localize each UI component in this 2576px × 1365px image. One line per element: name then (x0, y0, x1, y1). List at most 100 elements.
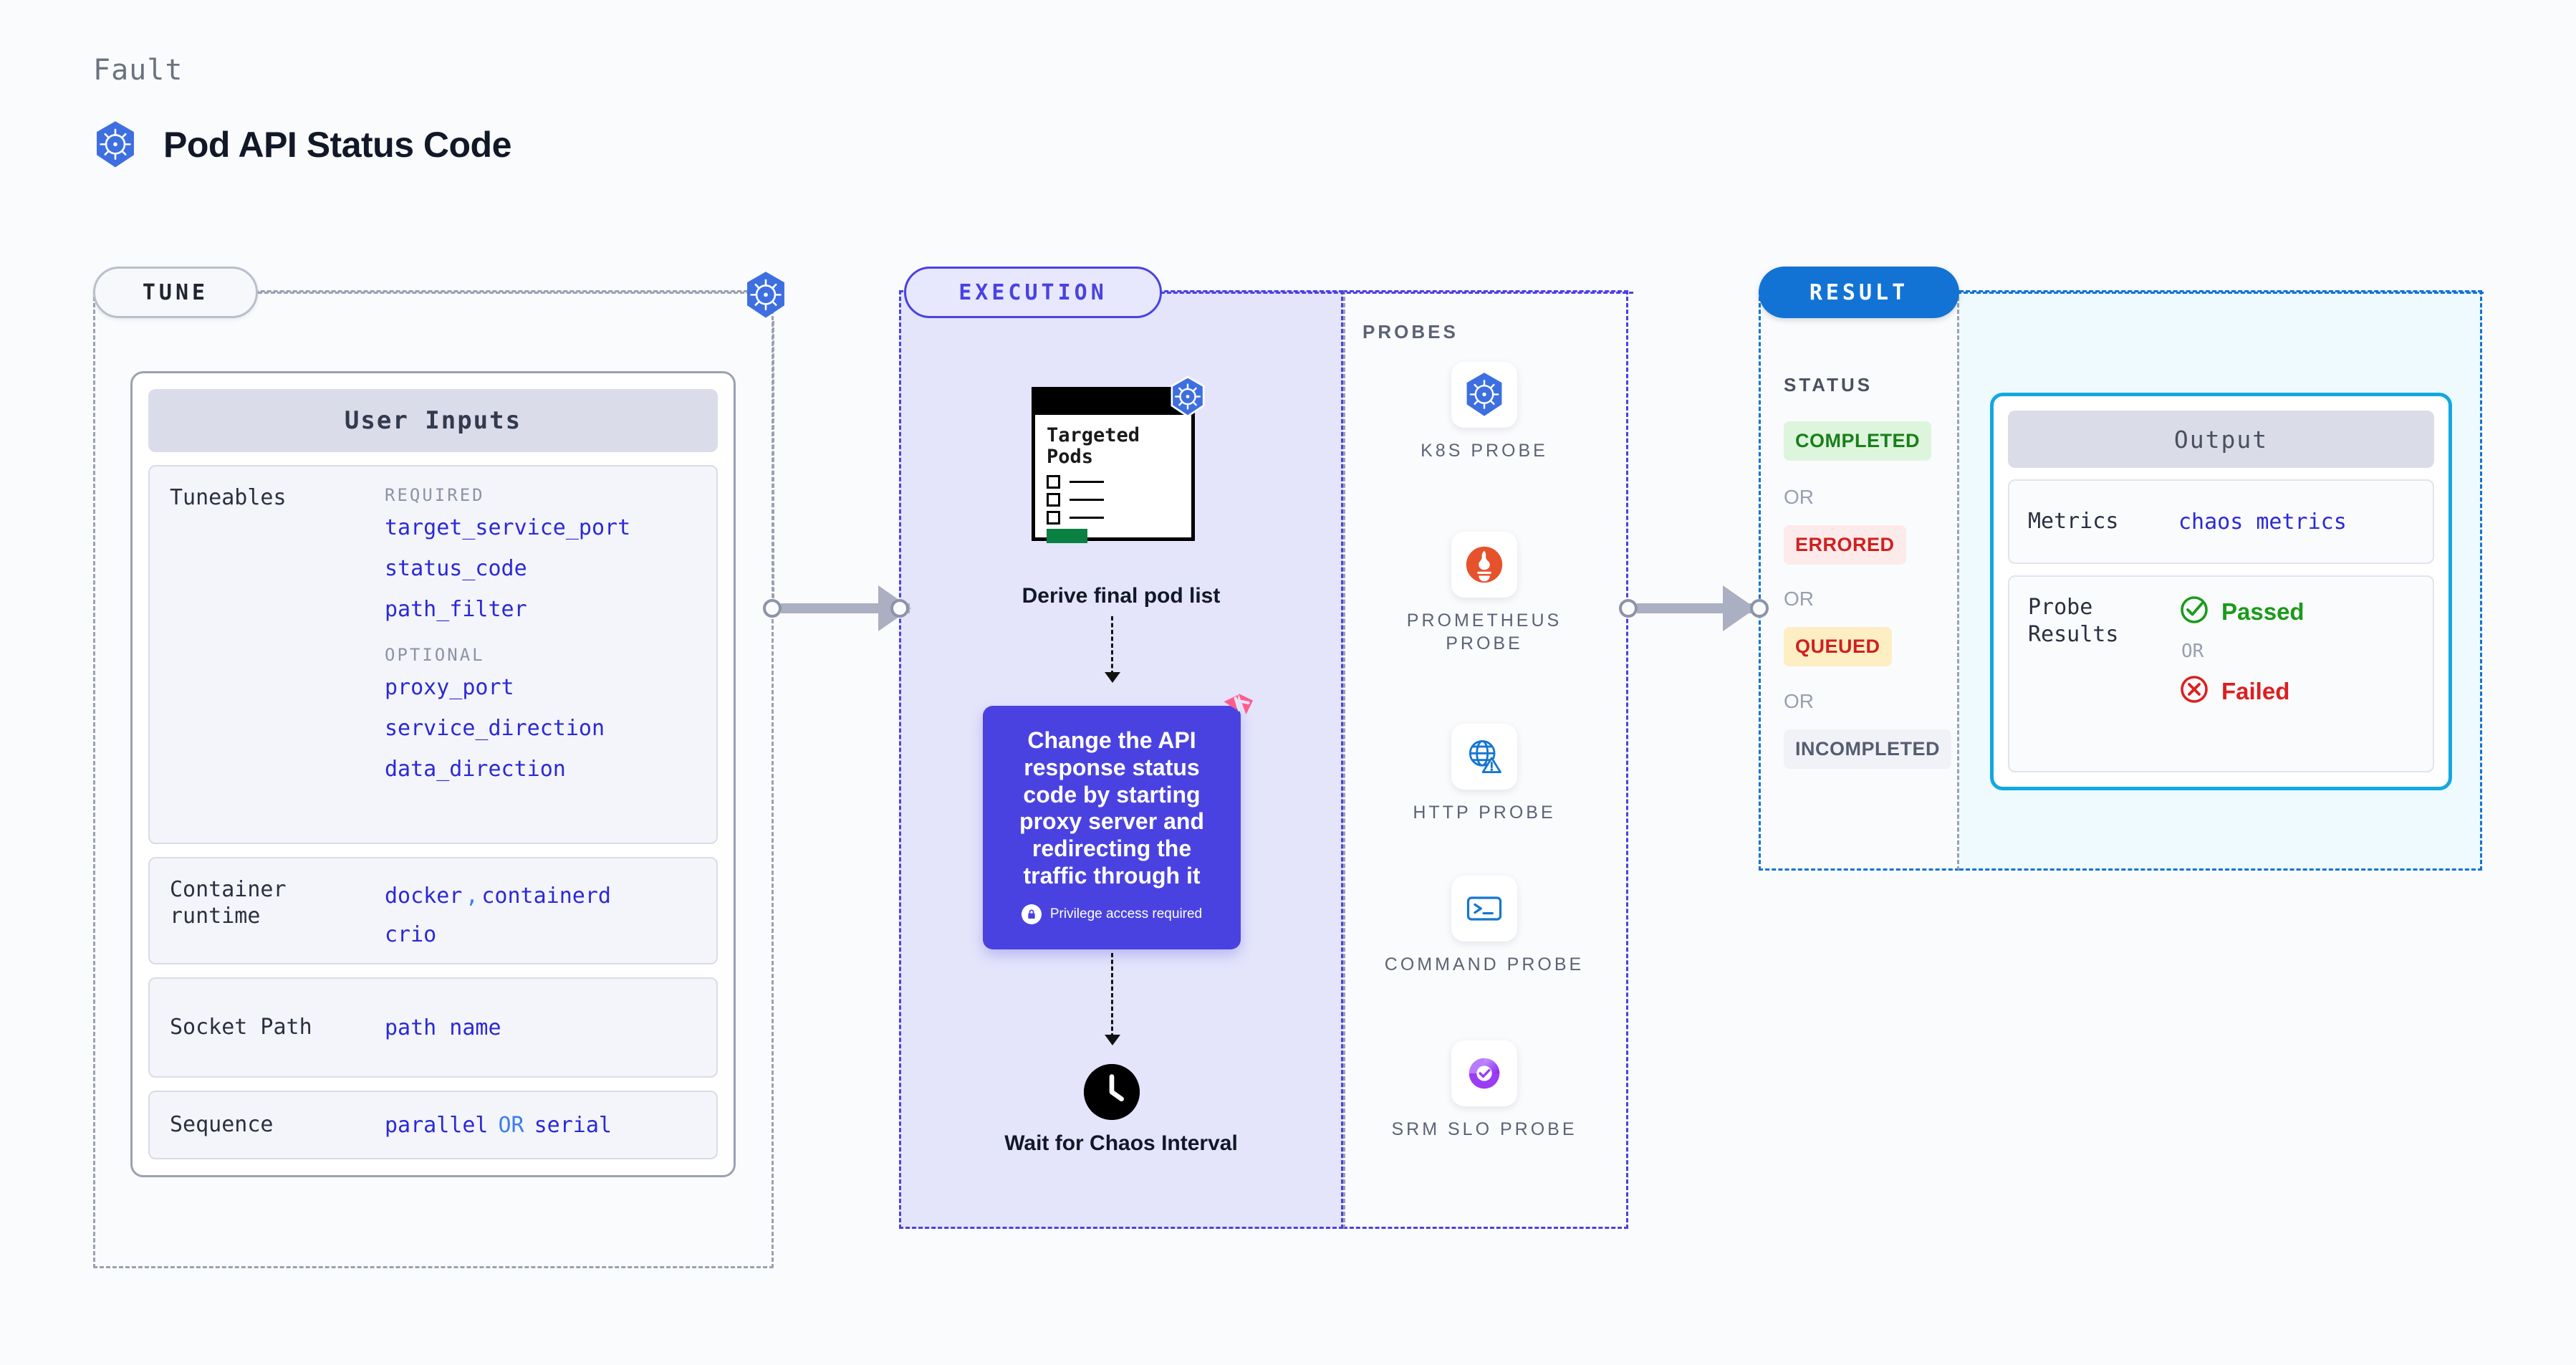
status-or-label: OR (1784, 486, 1814, 508)
x-circle-icon (2178, 674, 2210, 709)
http-globe-warning-icon (1451, 724, 1517, 790)
user-inputs-card: User Inputs Tuneables REQUIRED target_se… (130, 371, 736, 1177)
terminal-icon (1451, 876, 1517, 942)
targeted-pods-title: Targeted Pods (1047, 424, 1140, 469)
tuneable-target-service-port[interactable]: target_service_port (385, 515, 631, 540)
placeholder-line (1070, 517, 1104, 519)
chaos-action-card: Change the API response status code by s… (983, 693, 1254, 949)
probe-label: HTTP PROBE (1413, 803, 1556, 823)
check-circle-icon (2178, 594, 2210, 629)
probe-results-row: Probe Results Passed OR (2008, 575, 2434, 772)
chaos-action-text: Change the API response status code by s… (1019, 727, 1204, 889)
required-label: REQUIRED (385, 485, 485, 505)
status-badge-queued: QUEUED (1784, 627, 1892, 666)
sequence-label: Sequence (170, 1111, 274, 1137)
srm-slo-icon (1451, 1040, 1517, 1106)
kubernetes-icon (744, 271, 788, 323)
status-or-label: OR (1784, 588, 1814, 610)
targeted-pods-card: Targeted Pods (1032, 375, 1205, 544)
sequence-parallel: parallel (385, 1112, 489, 1138)
checkbox-icon (1047, 475, 1060, 489)
checkbox-icon (1047, 511, 1060, 525)
result-section-pill[interactable]: RESULT (1759, 267, 1959, 318)
result-status-region (1759, 290, 1959, 871)
output-header: Output (2008, 411, 2434, 468)
tune-dashed-connector (258, 292, 770, 294)
privilege-note-text: Privilege access required (1049, 906, 1203, 921)
optional-label: OPTIONAL (385, 645, 485, 665)
probe-result-passed: Passed (2178, 594, 2414, 629)
runtime-crio: crio (385, 922, 437, 947)
container-runtime-row: Container runtime docker , containerd cr… (148, 857, 718, 964)
flow-arrow-line (1111, 616, 1113, 675)
derive-pod-list-label: Derive final pod list (1022, 584, 1221, 608)
probe-result-failed: Failed (2178, 674, 2414, 709)
sequence-row: Sequence parallel OR serial (148, 1091, 718, 1159)
flow-arrow-head (1105, 672, 1120, 683)
probe-result-or-label: OR (2181, 641, 2204, 662)
sequence-serial: serial (534, 1112, 612, 1138)
kubernetes-icon (93, 120, 138, 169)
prometheus-icon (1451, 532, 1517, 598)
privilege-note: Privilege access required (1021, 904, 1203, 924)
clock-icon (1084, 1064, 1140, 1120)
runtime-docker: docker (385, 883, 463, 909)
socket-path-label: Socket Path (170, 1014, 312, 1040)
tuneable-path-filter[interactable]: path_filter (385, 597, 527, 622)
socket-path-row: Socket Path path name (148, 977, 718, 1078)
probe-label: SRM SLO PROBE (1391, 1119, 1577, 1139)
status-badge-incompleted: INCOMPLETED (1784, 729, 1952, 769)
result-dashed-connector (1957, 292, 2484, 294)
metrics-value: chaos metrics (2178, 509, 2347, 535)
tuneable-status-code[interactable]: status_code (385, 556, 527, 581)
wait-chaos-interval-label: Wait for Chaos Interval (1004, 1131, 1238, 1155)
tuneable-proxy-port[interactable]: proxy_port (385, 675, 514, 700)
flow-arrow-head (1105, 1035, 1120, 1045)
probe-label: PROMETHEUS PROBE (1406, 610, 1562, 653)
pods-card-titlebar (1035, 391, 1191, 415)
sequence-joiner: OR (498, 1112, 524, 1138)
lock-icon (1021, 904, 1042, 924)
metrics-row: Metrics chaos metrics (2008, 479, 2434, 564)
probe-label: K8S PROBE (1421, 441, 1548, 461)
tuneable-service-direction[interactable]: service_direction (385, 716, 605, 741)
tune-section-pill[interactable]: TUNE (93, 267, 258, 318)
list-item (1047, 475, 1180, 489)
status-or-label: OR (1784, 690, 1814, 712)
status-badge-errored: ERRORED (1784, 525, 1906, 565)
execution-dashed-connector (1160, 292, 1633, 294)
tune-dashed-stem (772, 321, 774, 611)
probe-label: COMMAND PROBE (1384, 954, 1585, 974)
list-item (1047, 493, 1180, 507)
probe-prometheus[interactable]: PROMETHEUS PROBE (1377, 532, 1592, 655)
container-runtime-label: Container runtime (170, 877, 287, 929)
list-item (1047, 511, 1180, 525)
checkbox-icon (1047, 493, 1060, 507)
probe-passed-label: Passed (2221, 598, 2305, 625)
probe-http[interactable]: HTTP PROBE (1377, 724, 1592, 824)
execution-section-pill[interactable]: EXECUTION (904, 267, 1162, 318)
tuneables-label: Tuneables (170, 485, 287, 510)
fault-eyebrow-label: Fault (93, 54, 183, 87)
runtime-containerd: containerd (481, 883, 611, 909)
tuneable-data-direction[interactable]: data_direction (385, 757, 566, 782)
probe-command[interactable]: COMMAND PROBE (1377, 876, 1592, 976)
litmus-chaos-icon (1219, 690, 1256, 731)
probe-failed-label: Failed (2221, 677, 2290, 704)
placeholder-line (1070, 481, 1104, 484)
probes-title: PROBES (1363, 321, 1458, 343)
page-title: Pod API Status Code (163, 125, 511, 165)
kubernetes-icon (1168, 375, 1207, 421)
user-inputs-header: User Inputs (148, 389, 718, 452)
runtime-separator: , (465, 883, 479, 909)
probe-srm-slo[interactable]: SRM SLO PROBE (1377, 1040, 1592, 1141)
metrics-label: Metrics (2028, 509, 2119, 535)
green-highlight-bar (1047, 529, 1087, 544)
probe-results-label: Probe Results (2028, 595, 2119, 647)
output-card: Output Metrics chaos metrics Probe Resul… (1990, 393, 2452, 790)
placeholder-line (1070, 499, 1104, 502)
probe-k8s[interactable]: K8S PROBE (1377, 362, 1592, 462)
socket-path-value: path name (385, 1015, 501, 1040)
kubernetes-icon (1451, 362, 1517, 428)
